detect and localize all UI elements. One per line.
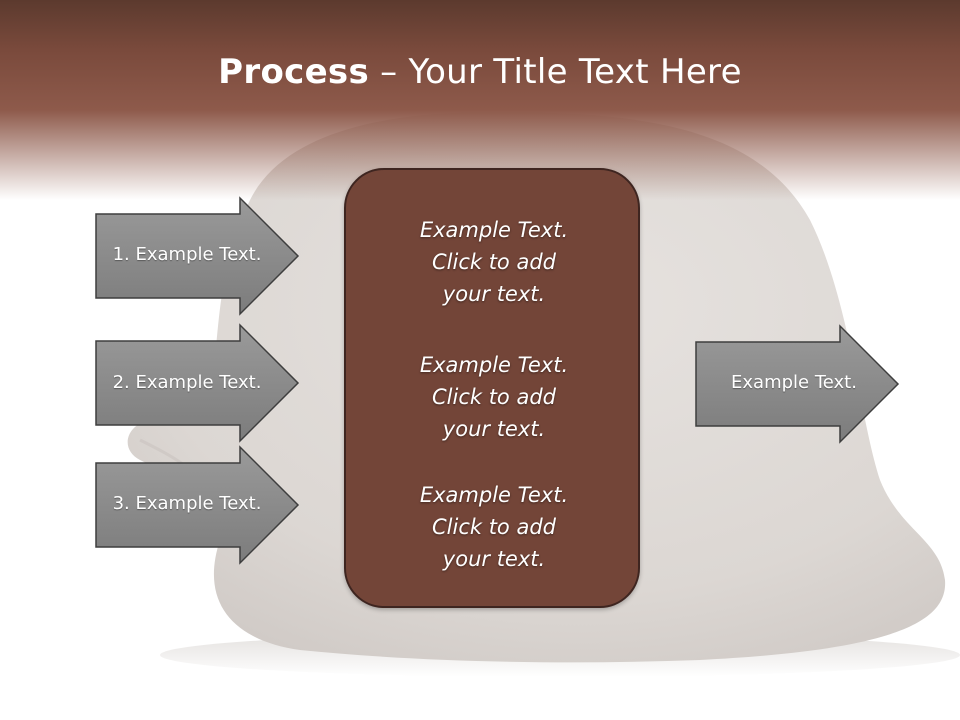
text-paragraph-3[interactable]: Example Text. Click to add your text. (346, 479, 642, 575)
arrow-3[interactable] (95, 445, 300, 565)
title-bold: Process (218, 52, 370, 92)
paragraph-line: Example Text. (419, 353, 569, 377)
arrow-1[interactable] (95, 196, 300, 316)
paragraph-line: your text. (442, 417, 546, 441)
slide-title[interactable]: Process – Your Title Text Here (0, 52, 960, 92)
arrow-right-label: Example Text. (731, 372, 857, 393)
arrow-right[interactable] (695, 324, 900, 444)
arrow-1-label: 1. Example Text. (112, 244, 262, 265)
paragraph-line: your text. (442, 547, 546, 571)
paragraph-line: Click to add (431, 385, 556, 409)
arrow-2-label: 2. Example Text. (112, 372, 262, 393)
arrow-2[interactable] (95, 323, 300, 443)
arrow-3-label: 3. Example Text. (112, 493, 262, 514)
paragraph-line: Example Text. (419, 218, 569, 242)
center-text-box[interactable]: Example Text. Click to add your text. Ex… (344, 168, 640, 608)
title-rest: – Your Title Text Here (369, 52, 742, 92)
paragraph-line: Click to add (431, 250, 556, 274)
header-band (0, 0, 960, 200)
paragraph-line: your text. (442, 282, 546, 306)
text-paragraph-1[interactable]: Example Text. Click to add your text. (346, 214, 642, 310)
paragraph-line: Click to add (431, 515, 556, 539)
paragraph-line: Example Text. (419, 483, 569, 507)
text-paragraph-2[interactable]: Example Text. Click to add your text. (346, 349, 642, 445)
